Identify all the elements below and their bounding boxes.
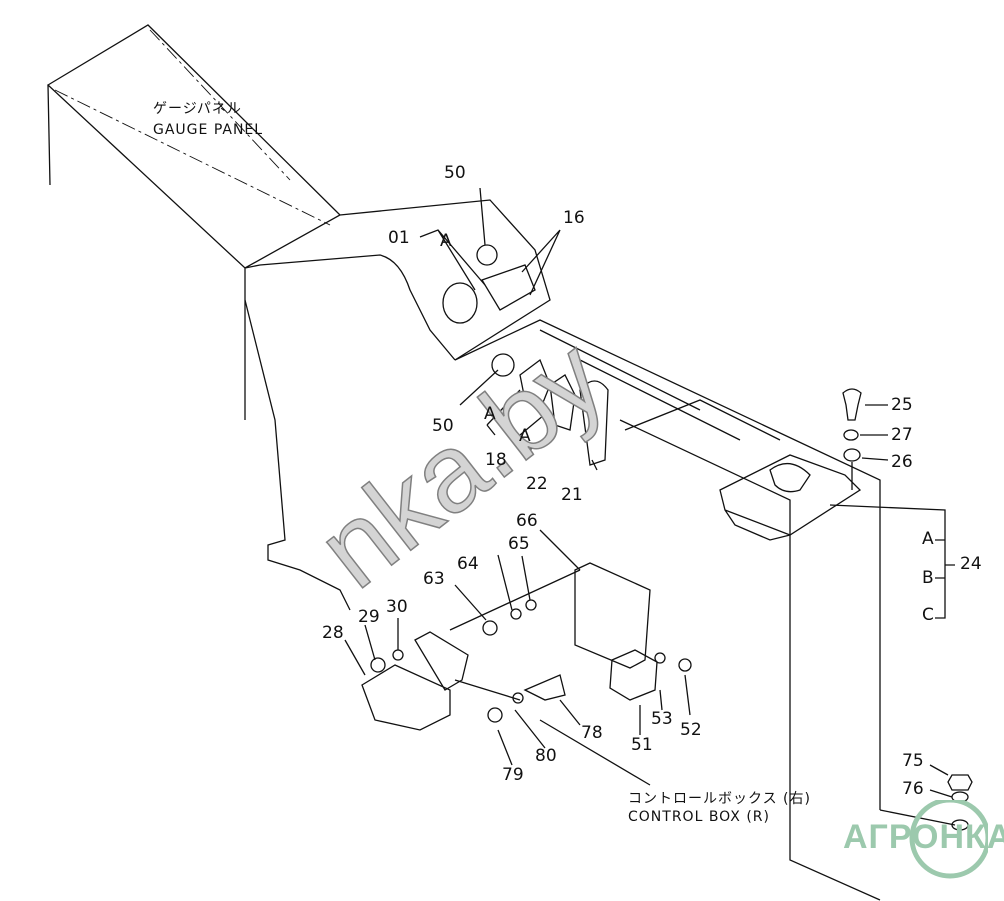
label-52: 52 (680, 720, 702, 740)
label-27: 27 (891, 425, 913, 445)
leader-lines-mid (459, 369, 598, 471)
part-29-bolt (370, 657, 386, 673)
agronka-logo (909, 800, 988, 879)
label-79: 79 (502, 765, 524, 785)
bracket-24 (829, 504, 955, 619)
label-64: 64 (457, 554, 479, 574)
label-28: 28 (322, 623, 344, 643)
part-50-top (476, 244, 498, 266)
label-80: 80 (535, 746, 557, 766)
part-52-bolt (678, 658, 692, 672)
leaders-right (851, 404, 889, 490)
label-25: 25 (891, 395, 913, 415)
part-65-washer (525, 599, 537, 611)
label-75: 75 (902, 751, 924, 771)
part-18-knob (519, 358, 551, 411)
label-21: 21 (561, 485, 583, 505)
part-66-unit (574, 562, 651, 669)
part-63-bolt (482, 620, 498, 636)
part-51-relay (609, 649, 658, 701)
label-51: 51 (631, 735, 653, 755)
label-A: A (519, 426, 531, 446)
label-A: A (440, 231, 452, 251)
label-24-A: A (922, 529, 934, 549)
part-50-mid (491, 353, 515, 377)
switch-box-24 (719, 454, 862, 541)
label-50: 50 (432, 416, 454, 436)
label-26: 26 (891, 452, 913, 472)
switch-lever (769, 463, 811, 493)
leader-lines-lower (344, 529, 691, 786)
label-78: 78 (581, 723, 603, 743)
part-30-washer (392, 649, 404, 661)
label-22: 22 (526, 474, 548, 494)
label-76: 76 (902, 779, 924, 799)
part-bracket-plate (414, 631, 469, 691)
console-body-outline (244, 299, 881, 901)
leader-lines-top (419, 187, 561, 296)
part-28-box (361, 664, 451, 731)
label-24: 24 (960, 554, 982, 574)
part-16-connectors (481, 264, 536, 311)
label-A: A (484, 404, 496, 424)
control-box-en: CONTROL BOX (R) (628, 809, 770, 825)
part-21-switch (579, 380, 609, 466)
part-64-washer (510, 608, 522, 620)
part-26-washer (843, 448, 861, 462)
label-65: 65 (508, 534, 530, 554)
label-50: 50 (444, 163, 466, 183)
part-79-bolt (487, 707, 503, 723)
part-27-washer (843, 429, 859, 441)
label-53: 53 (651, 709, 673, 729)
part-75-nut (947, 774, 973, 791)
label-29: 29 (358, 607, 380, 627)
label-66: 66 (516, 511, 538, 531)
control-box-jp: コントロールボックス (右) (628, 791, 811, 807)
label-63: 63 (423, 569, 445, 589)
label-30: 30 (386, 597, 408, 617)
part-53-washer (654, 652, 666, 664)
label-01: 01 (388, 228, 410, 248)
gauge-panel-jp: ゲージパネル (153, 101, 242, 117)
label-24-C: C (922, 605, 934, 625)
logo-text: АГРОНКА (843, 818, 1004, 856)
gauge-panel-outline (46, 24, 551, 420)
part-22-knob (549, 374, 576, 431)
part-25-bolt (842, 388, 862, 421)
center-line-gauge (54, 29, 331, 226)
label-16: 16 (563, 208, 585, 228)
gauge-panel-en: GAUGE PANEL (153, 122, 264, 138)
part-01-knob (442, 282, 478, 324)
label-24-B: B (922, 568, 934, 588)
part-78-bracket (523, 674, 566, 701)
label-18: 18 (485, 450, 507, 470)
